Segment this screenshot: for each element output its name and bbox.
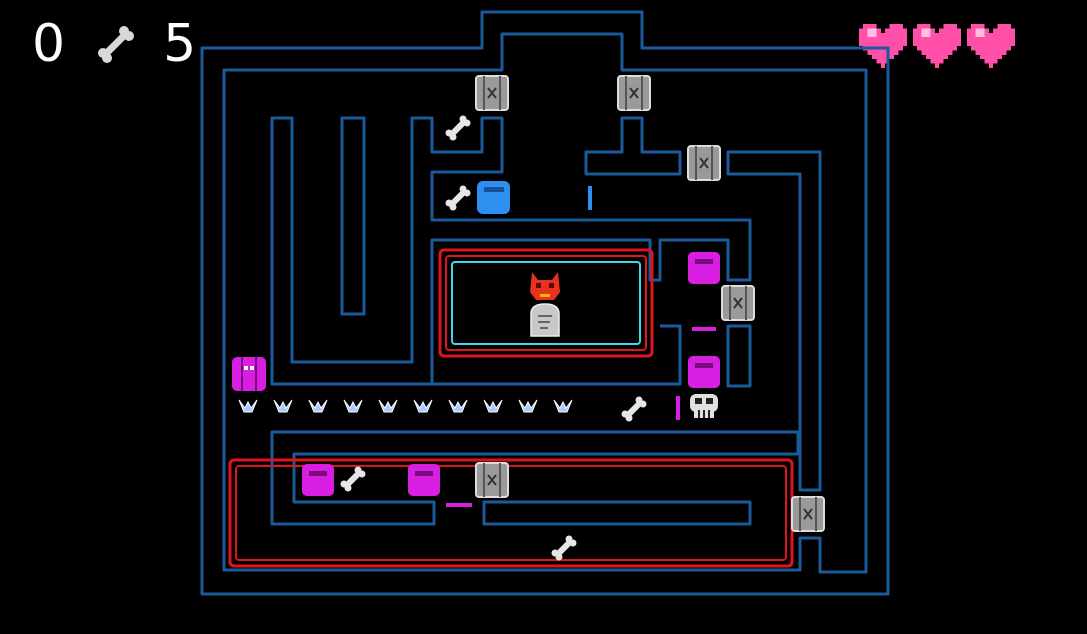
magenta-push-block — [302, 464, 334, 496]
bone-pickup — [340, 466, 366, 492]
magenta-push-block — [688, 252, 720, 284]
bone-pickup — [551, 535, 577, 561]
trap-frame-center — [438, 248, 654, 358]
bones-collected-count: 0 — [32, 14, 66, 74]
magenta-push-block — [408, 464, 440, 496]
barrel-obstacle — [475, 462, 509, 498]
barrel-obstacle — [475, 75, 509, 111]
magenta-push-block — [688, 356, 720, 388]
magenta-exit-door — [232, 357, 266, 391]
spike-row — [238, 399, 573, 413]
barrel-obstacle — [791, 496, 825, 532]
blue-gate — [588, 186, 592, 210]
heart-icon — [966, 24, 1016, 68]
bone-pickup — [445, 115, 471, 141]
magenta-gate — [692, 327, 716, 331]
cat-demon-icon — [530, 272, 560, 300]
magenta-gate — [446, 503, 472, 507]
barrel-obstacle — [687, 145, 721, 181]
lives-hearts — [858, 24, 1016, 68]
barrel-obstacle — [617, 75, 651, 111]
tombstone-icon — [530, 303, 560, 337]
hud-bone-counter: 0 5 — [32, 14, 196, 74]
bone-pickup — [445, 185, 471, 211]
maze-walls — [200, 10, 890, 596]
bones-total-count: 5 — [163, 14, 197, 74]
bone-icon — [91, 20, 139, 68]
blue-push-block — [477, 181, 510, 214]
magenta-gate — [676, 396, 680, 420]
heart-icon — [912, 24, 962, 68]
bone-pickup — [621, 396, 647, 422]
heart-icon — [858, 24, 908, 68]
barrel-obstacle — [721, 285, 755, 321]
skull-icon — [690, 394, 718, 418]
